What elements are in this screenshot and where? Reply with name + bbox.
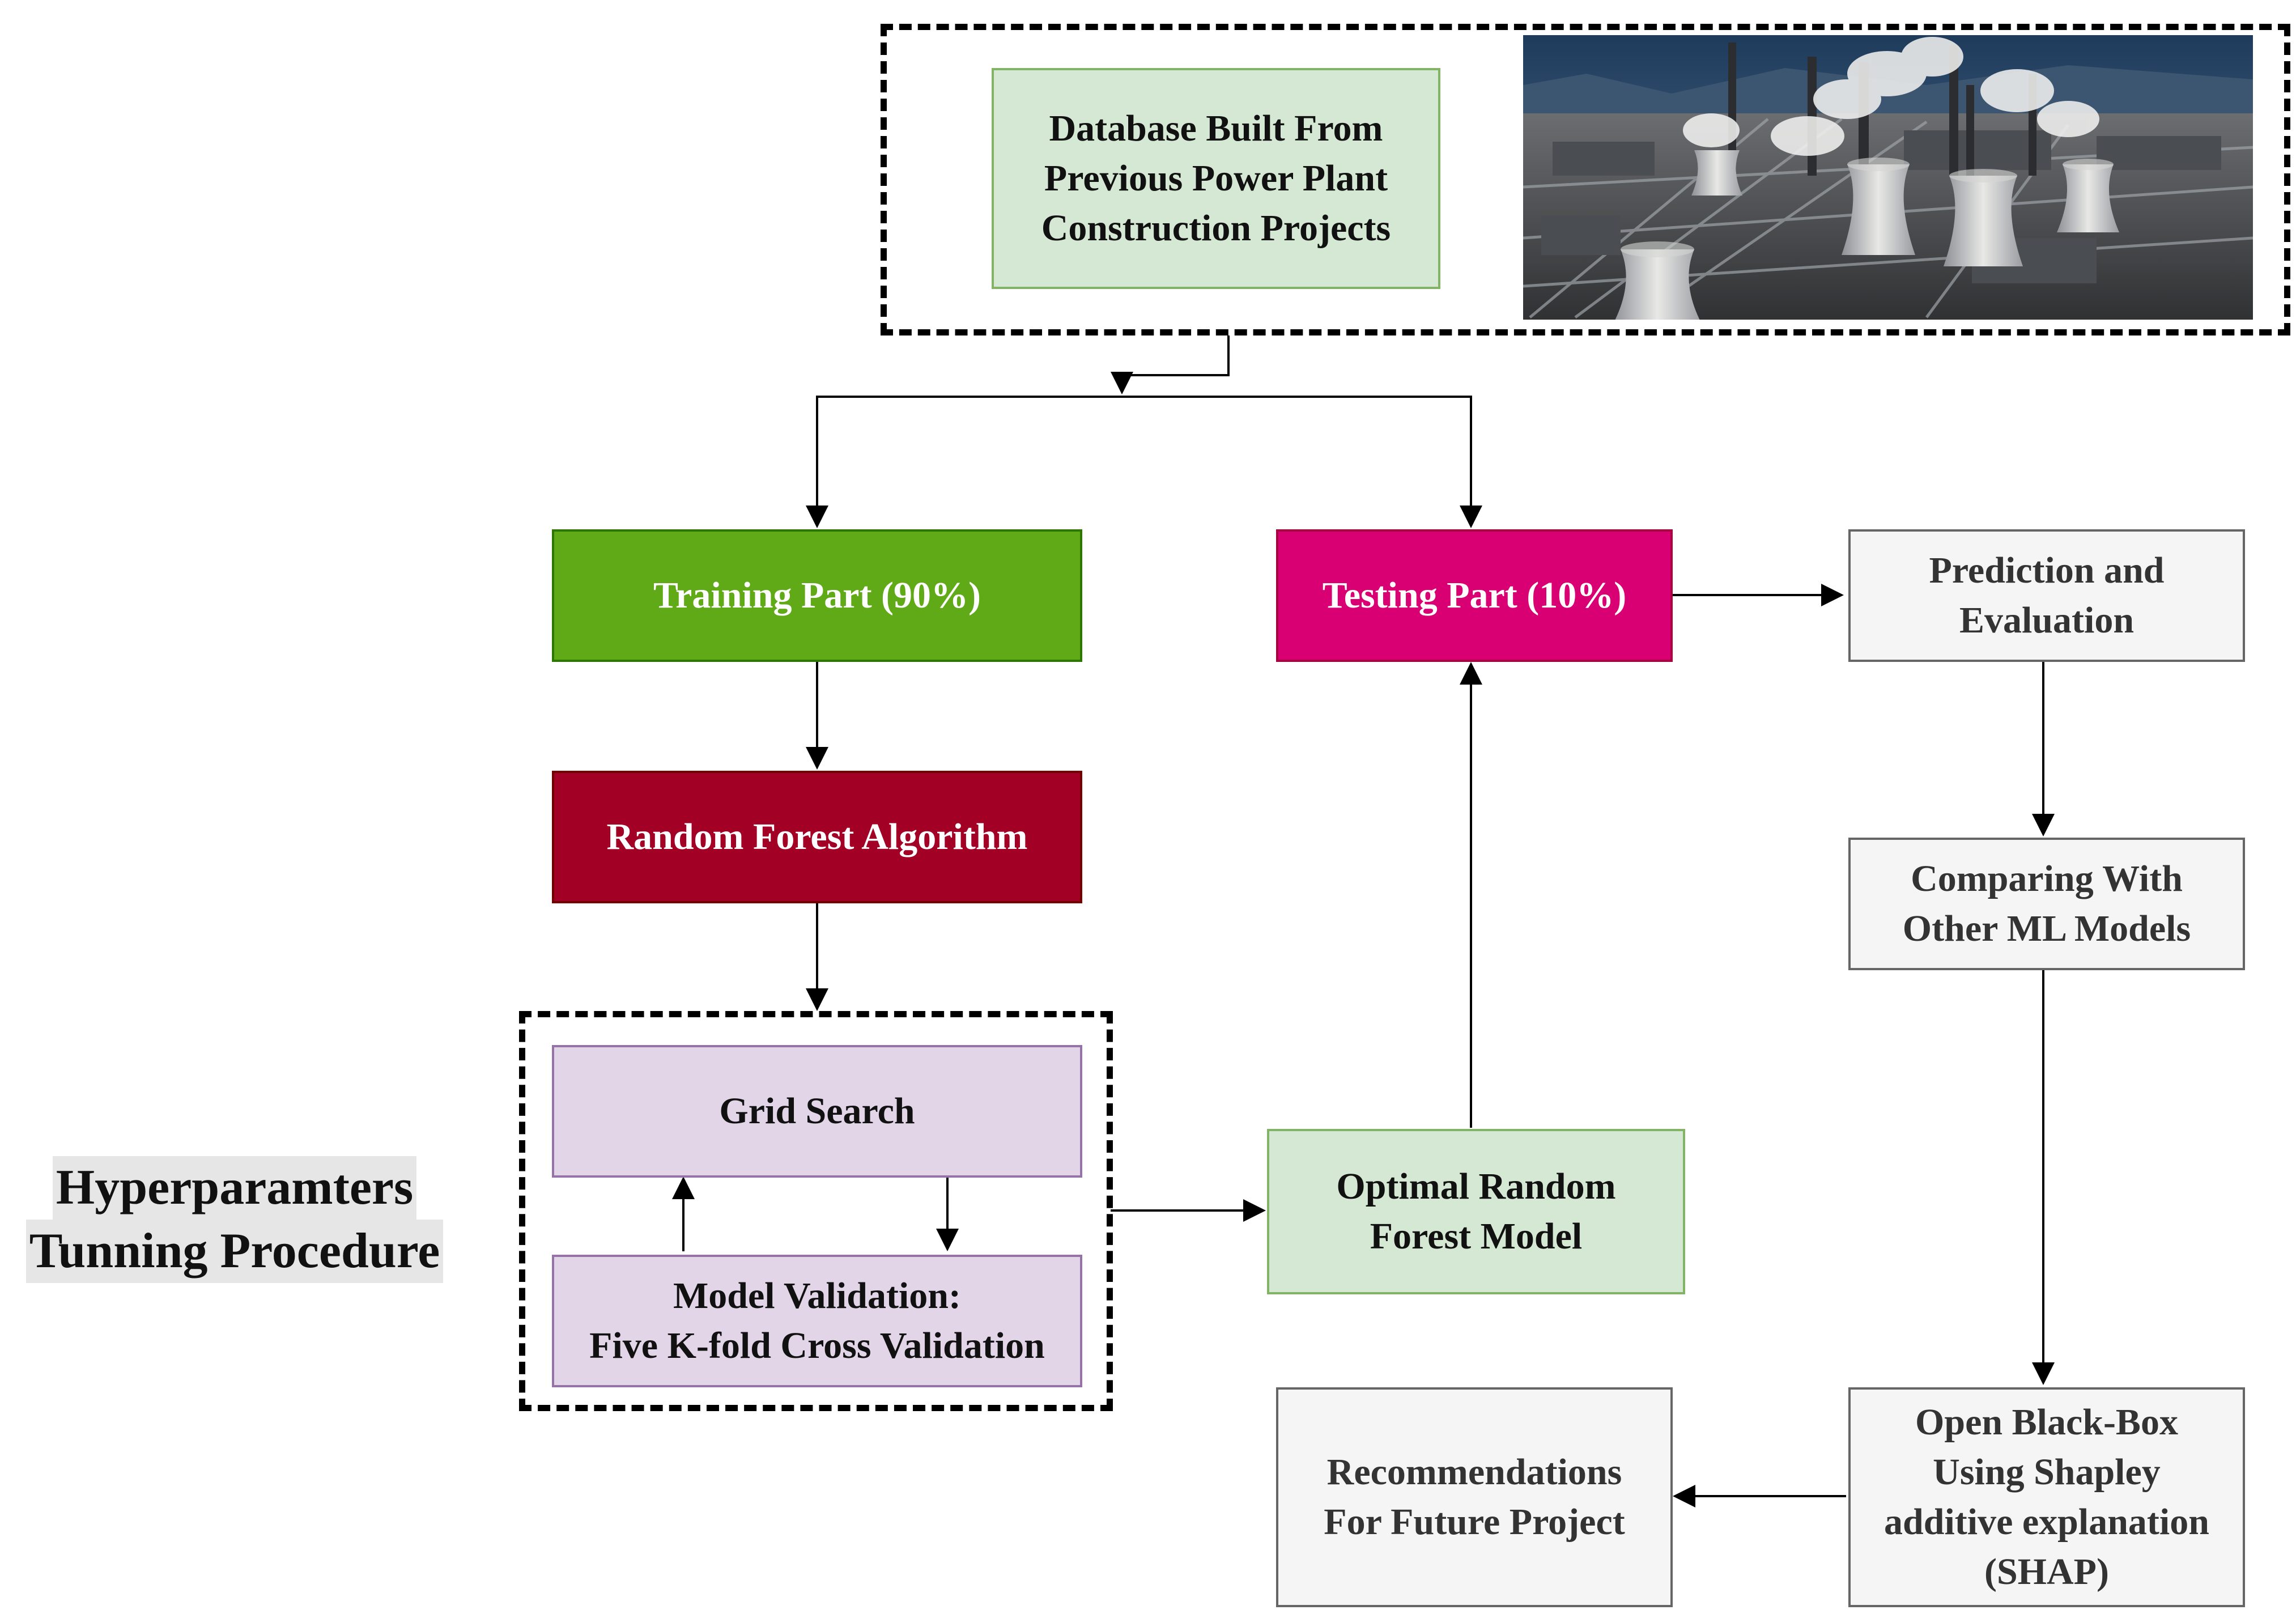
shap-label: Open Black-Box Using Shapley additive ex… xyxy=(1884,1401,2209,1592)
testing-part-node: Testing Part (10%) xyxy=(1276,529,1673,662)
prediction-evaluation-node: Prediction and Evaluation xyxy=(1848,529,2245,662)
training-part-label: Training Part (90%) xyxy=(653,575,981,616)
recommendations-label: Recommendations For Future Project xyxy=(1324,1451,1625,1543)
hyperparameter-tuning-frame xyxy=(519,1011,1113,1411)
random-forest-label: Random Forest Algorithm xyxy=(606,816,1028,857)
data-source-frame xyxy=(881,24,2290,335)
caption-line-1: Hyperparamters xyxy=(52,1156,417,1220)
random-forest-node: Random Forest Algorithm xyxy=(552,771,1082,903)
training-part-node: Training Part (90%) xyxy=(552,529,1082,662)
model-validation-label: Model Validation: Five K-fold Cross Vali… xyxy=(589,1275,1045,1366)
database-node: Database Built From Previous Power Plant… xyxy=(992,68,1440,289)
hyperparameter-tuning-caption: Hyperparamters Tunning Procedure xyxy=(14,1156,456,1283)
power-plant-image xyxy=(1523,35,2253,320)
testing-part-label: Testing Part (10%) xyxy=(1322,575,1627,616)
model-validation-node: Model Validation: Five K-fold Cross Vali… xyxy=(552,1255,1082,1387)
prediction-evaluation-label: Prediction and Evaluation xyxy=(1929,550,2165,641)
recommendations-node: Recommendations For Future Project xyxy=(1276,1387,1673,1607)
shap-node: Open Black-Box Using Shapley additive ex… xyxy=(1848,1387,2245,1607)
optimal-model-label: Optimal Random Forest Model xyxy=(1336,1166,1616,1257)
caption-line-2: Tunning Procedure xyxy=(25,1220,444,1283)
database-label: Database Built From Previous Power Plant… xyxy=(1041,108,1391,249)
grid-search-node: Grid Search xyxy=(552,1045,1082,1178)
optimal-model-node: Optimal Random Forest Model xyxy=(1267,1129,1685,1294)
grid-search-label: Grid Search xyxy=(719,1090,915,1132)
comparing-models-node: Comparing With Other ML Models xyxy=(1848,838,2245,970)
comparing-models-label: Comparing With Other ML Models xyxy=(1902,858,2191,949)
